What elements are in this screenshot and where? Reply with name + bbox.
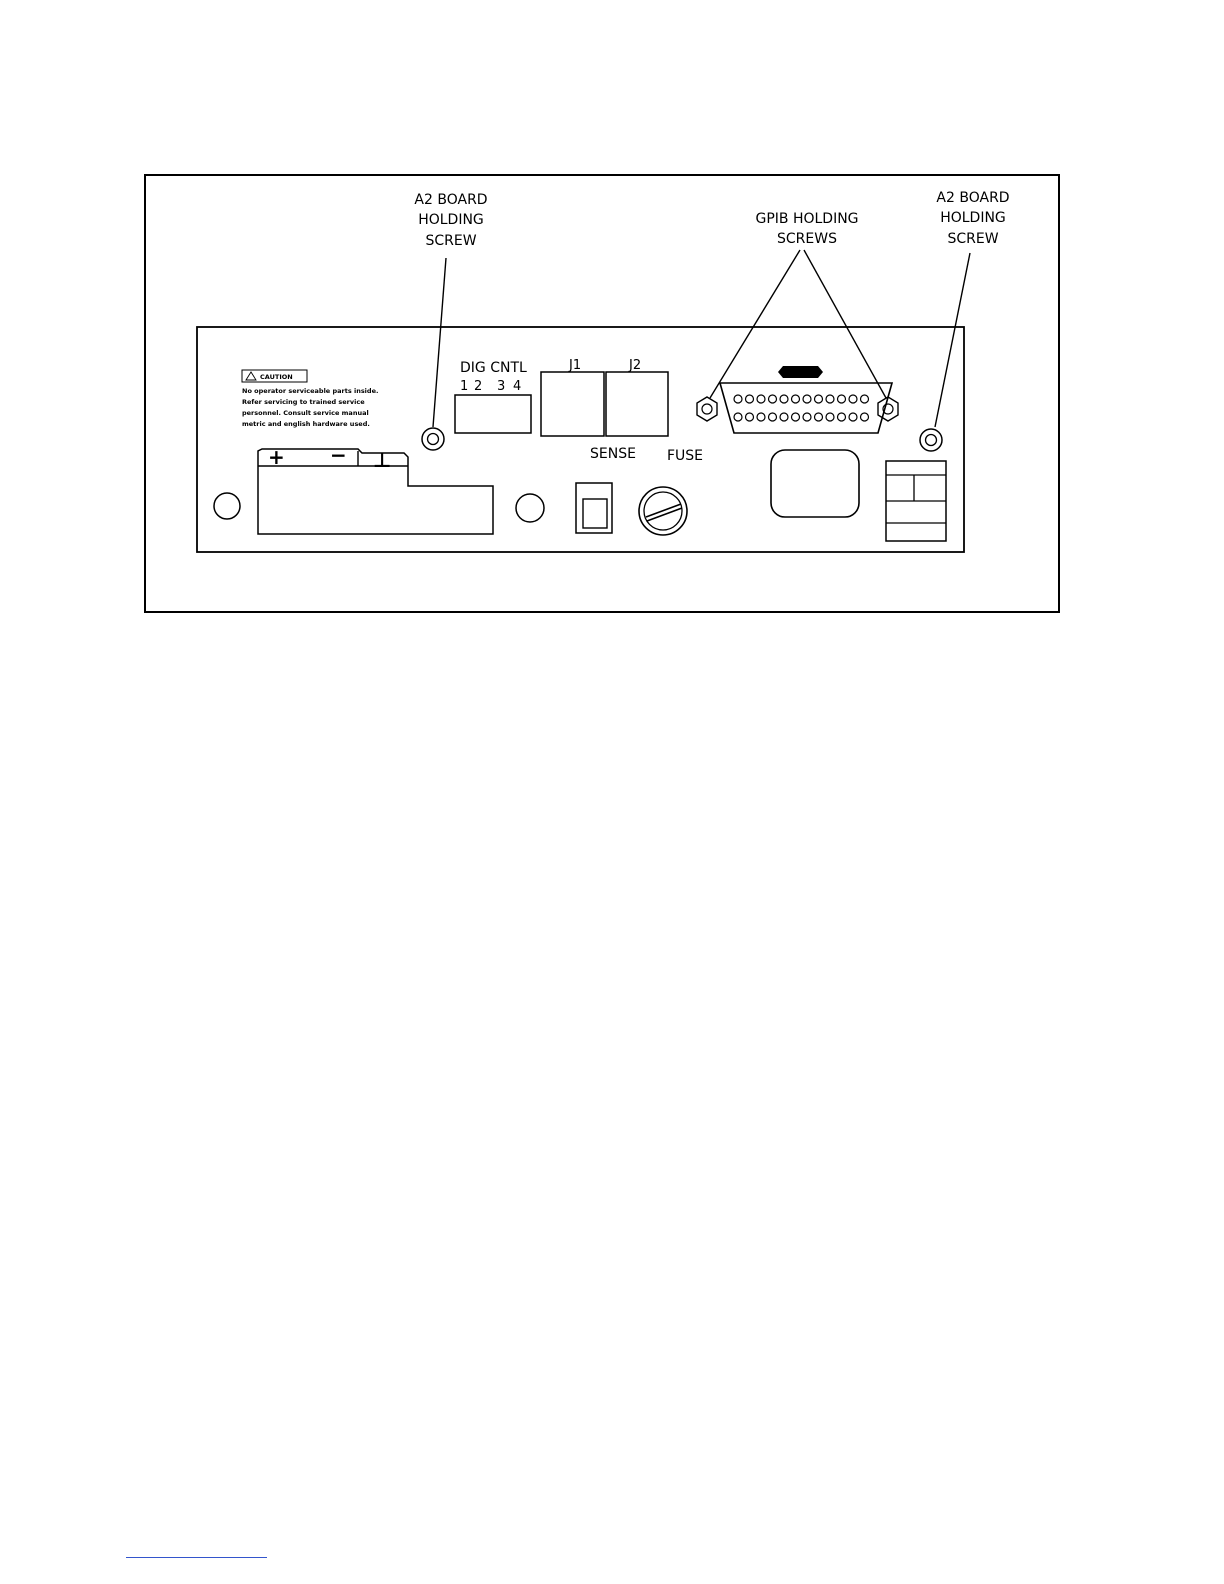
caution-line-4: metric and english hardware used.: [242, 420, 370, 428]
label-a2-right: A2 BOARD HOLDING SCREW: [936, 190, 1009, 247]
gpib-pin: [734, 395, 742, 403]
dig-pin-1: 1: [460, 379, 468, 394]
gpib-pin: [734, 413, 742, 421]
sense-label: SENSE: [590, 446, 636, 462]
fuse-label: FUSE: [667, 448, 703, 464]
caution-title: CAUTION: [260, 373, 293, 381]
label-a2-right-line2: HOLDING: [940, 210, 1006, 226]
label-gpib-line1: GPIB HOLDING: [755, 211, 858, 227]
a2-screw-right: [920, 429, 942, 451]
dig-pin-4: 4: [513, 379, 521, 394]
dig-pin-2: 2: [474, 379, 482, 394]
gpib-pin: [861, 395, 869, 403]
gpib-screw-left: [697, 397, 717, 421]
j1-label: J1: [568, 358, 581, 373]
j2-jack: [606, 372, 668, 436]
fuse-holder: [639, 487, 687, 535]
ac-input-connector: [771, 450, 859, 517]
j2-label: J2: [628, 358, 641, 373]
label-gpib: GPIB HOLDING SCREWS: [755, 211, 858, 247]
gpib-pin: [746, 395, 754, 403]
gpib-pin: [826, 413, 834, 421]
dig-cntl-connector: [455, 395, 531, 433]
gpib-pin: [838, 395, 846, 403]
label-a2-left-line3: SCREW: [425, 233, 476, 249]
dig-cntl-pin-numbers: 1 2 3 4: [460, 379, 521, 394]
label-a2-left: A2 BOARD HOLDING SCREW: [414, 192, 487, 249]
footnote-rule: [126, 1557, 267, 1558]
gpib-pin: [861, 413, 869, 421]
gpib-screw-right: [878, 397, 898, 421]
gpib-pin: [780, 413, 788, 421]
caution-line-2: Refer servicing to trained service: [242, 398, 365, 406]
dig-pin-3: 3: [497, 379, 505, 394]
gpib-pin: [769, 395, 777, 403]
terminal-plus: +: [268, 445, 285, 469]
output-terminal-block: + − ⊥: [258, 443, 493, 534]
gpib-pin: [815, 413, 823, 421]
caution-line-3: personnel. Consult service manual: [242, 409, 369, 417]
gpib-pin: [849, 413, 857, 421]
gpib-pin: [849, 395, 857, 403]
a2-screw-left: [422, 428, 444, 450]
gpib-pin: [757, 413, 765, 421]
terminal-ground: ⊥: [373, 448, 391, 472]
gpib-logo-icon: [778, 366, 823, 378]
gpib-pin: [838, 413, 846, 421]
mounting-hole-center: [516, 494, 544, 522]
line-voltage-block: [886, 461, 946, 541]
caution-line-1: No operator serviceable parts inside.: [242, 387, 378, 395]
caution-label: CAUTION No operator serviceable parts in…: [242, 370, 378, 428]
gpib-pin: [746, 413, 754, 421]
dig-cntl-label: DIG CNTL: [460, 360, 527, 376]
gpib-pin: [780, 395, 788, 403]
label-a2-right-line3: SCREW: [947, 231, 998, 247]
label-a2-left-line1: A2 BOARD: [414, 192, 487, 208]
gpib-pin: [826, 395, 834, 403]
gpib-pin: [792, 395, 800, 403]
gpib-pin: [792, 413, 800, 421]
j1-jack: [541, 372, 604, 436]
label-a2-right-line1: A2 BOARD: [936, 190, 1009, 206]
gpib-pin: [815, 395, 823, 403]
gpib-pin: [757, 395, 765, 403]
sense-switch: [576, 483, 612, 533]
warning-triangle-icon: [246, 372, 256, 380]
terminal-minus: −: [330, 443, 347, 467]
gpib-connector: [720, 366, 892, 433]
gpib-pin: [803, 413, 811, 421]
mounting-hole-left: [214, 493, 240, 519]
label-a2-left-line2: HOLDING: [418, 212, 484, 228]
leader-a2-left: [433, 258, 446, 427]
label-gpib-line2: SCREWS: [777, 231, 837, 247]
gpib-pin: [769, 413, 777, 421]
gpib-pin: [803, 395, 811, 403]
